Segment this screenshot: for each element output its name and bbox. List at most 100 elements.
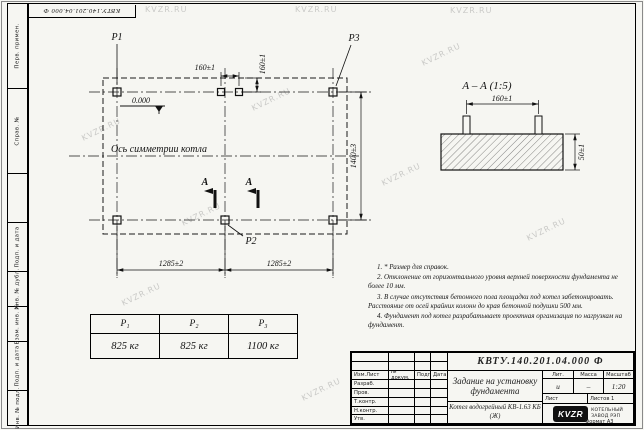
tb-doc-code: КВТУ.140.201.04.000 Ф [448,353,634,371]
dim-bolt-x [220,72,240,86]
tb-cell-empty [415,398,431,407]
tb-row-razrab: Разраб. [352,380,389,389]
strip-cell: Взам. инв. № [7,303,28,345]
tb-scale-label: Масштаб [604,371,634,379]
tb-cell-empty [389,353,415,362]
company-line2: ЗАВОД РЭП [591,413,621,419]
tb-cell-empty [415,353,431,362]
load-table-header-p3: Р₃ [229,315,298,334]
anchor-pads [112,87,338,225]
strip-cell: Перв. примен. [7,3,28,89]
tb-header-sign: Подп. [415,371,431,380]
tb-sheet-label: Лист [543,394,588,404]
tb-header-date: Дата [431,371,448,380]
load-table-header-p1: Р₁ [91,315,160,334]
tb-cell-empty [389,415,415,424]
company-name: КОТЕЛЬНЫЙ ЗАВОД РЭП [591,408,623,419]
tb-doc-subtitle: Котел водогрейный КВ-1.63 КБ (Ж) [448,402,543,424]
note-2: 2. Отклонение от горизонтального уровня … [368,273,618,291]
dim-section-width [466,100,539,114]
tb-cell-empty [352,362,389,371]
eskd-side-strip: Перв. примен. Справ. № Подп. и дата Инв.… [7,3,28,429]
load-table-value-p1: 825 кг [91,334,160,359]
title-block: Изм.Лист № докум. Подп. Дата Разраб. Про… [350,351,636,426]
section-cut-marks [204,188,260,208]
tb-cell-empty [415,389,431,398]
strip-label: Взам. инв. № [14,303,21,345]
section-view: А – А (1:5) 160±1 50±1 [440,80,586,171]
elevation-value: 0.000 [132,96,150,105]
tb-cell-empty [431,398,448,407]
tb-cell-empty [415,380,431,389]
tb-cell-empty [431,362,448,371]
concrete-slab [440,133,564,171]
tb-cell-empty [431,415,448,424]
strip-cell: Подп. и дата [7,222,28,272]
symmetry-axis-label: Ось симметрии котла [111,144,207,155]
tb-header-doc: № докум. [389,371,415,380]
note-3: 3. В случае отсутствия бетонного пола пл… [368,292,614,310]
tb-sheets-cell: Листов 1 [588,394,634,404]
foundation-plan: Р1 Р3 Р2 0.000 Ось симметрии котла 160±1… [69,32,371,278]
tb-cell-empty [389,398,415,407]
strip-cell: Инв. № дубл. [7,268,28,310]
tb-cell-empty [389,380,415,389]
tb-sheets-label: Листов [590,395,610,402]
tb-sheets-value: 1 [611,395,615,402]
load-table-header-p2: Р₂ [160,315,229,334]
tb-mass-label: Масса [574,371,604,379]
dim-spans [116,226,334,276]
format-label: Формат А3 [585,419,614,425]
tb-doc-title: Задание на установку фундамента [448,371,543,402]
strip-label: Инв. № подл. [14,387,21,429]
tb-cell-empty [389,389,415,398]
dim-depth [339,91,367,221]
note-1: 1. * Размер для справок. [377,263,449,271]
note-4: 4. Фундамент под котел разрабатывает про… [368,312,623,330]
tb-row-prov: Пров. [352,389,389,398]
tb-logo-cell: KVZR КОТЕЛЬНЫЙ ЗАВОД РЭП [543,404,634,424]
tb-cell-empty [431,407,448,415]
dim-text-bolt-x: 160±1 [195,63,215,72]
tb-lit-value: и [543,379,574,394]
centerlines [69,68,371,278]
load-table-value-p3: 1100 кг [229,334,298,359]
load-label-p2: Р2 [244,236,256,247]
strip-label: Перв. примен. [14,23,21,69]
kvzr-logo: KVZR [552,405,589,422]
dim-section-height [565,133,580,171]
strip-label: Подп. и дата [14,226,21,268]
strip-cell: Инв. № подл. [7,387,28,429]
tb-row-nkontr: Н.контр. [352,407,389,415]
dim-text-section-height: 50±1 [577,144,586,160]
dim-text-span-right: 1285±2 [267,259,291,268]
tb-scale-value: 1:20 [604,379,634,394]
anchor-bolts [462,115,543,135]
dim-text-span-left: 1285±2 [159,259,183,268]
tb-cell-empty [415,415,431,424]
tb-cell-empty [389,362,415,371]
tb-cell-empty [431,389,448,398]
tb-header-izm: Изм.Лист [352,371,389,380]
strip-cell: Справ. № [7,88,28,174]
dim-text-bolt-y: 160±1 [258,54,267,74]
notes-block: 1. * Размер для справок. 2. Отклонение о… [368,263,631,332]
tb-cell-empty [415,407,431,415]
tb-cell-empty [389,407,415,415]
dim-bolt-y [243,77,261,93]
dim-text-section-width: 160±1 [492,94,512,103]
section-title: А – А (1:5) [461,80,512,92]
load-leaders [116,44,352,237]
rotated-doc-code: КВТУ.140.201.04.000 Ф [29,4,136,18]
strip-label: Подп. и дата [14,345,21,387]
load-table: Р₁ Р₂ Р₃ 825 кг 825 кг 1100 кг [90,314,298,359]
elevation-triangle [155,106,163,112]
section-letter-a2: А [245,177,253,188]
company-line1: КОТЕЛЬНЫЙ [591,407,624,413]
tb-cell-empty [431,380,448,389]
load-label-p3: Р3 [347,33,359,44]
tb-cell-empty [415,362,431,371]
dim-text-depth: 1400±3 [349,144,358,168]
tb-cell-empty [352,353,389,362]
